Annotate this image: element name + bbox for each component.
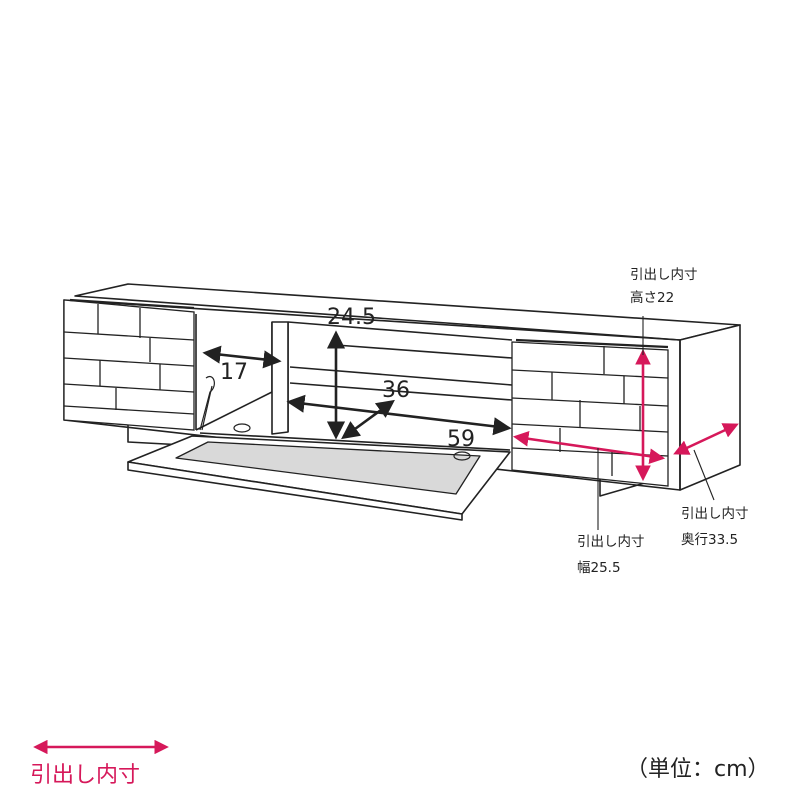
right-drawer-front (511, 338, 669, 487)
drawer-width-title: 引出し内寸 (577, 534, 645, 550)
drawer-height-value: 高さ22 (630, 289, 674, 306)
arrow-shelf-depth (341, 399, 395, 440)
legend-label: 引出し内寸 (30, 763, 140, 788)
drawer-width-value: 幅25.5 (577, 560, 621, 576)
hinge-hardware (199, 376, 471, 461)
dimension-arrows (202, 330, 512, 440)
right-side-panel (679, 324, 741, 491)
label-shelf-height: 24.5 (327, 305, 376, 330)
left-drawer-front (63, 298, 195, 431)
arrow-side-depth (202, 345, 282, 369)
drawer-arrows (512, 348, 739, 482)
drawer-depth-title: 引出し内寸 (681, 506, 749, 522)
label-shelf-width: 59 (447, 427, 475, 452)
label-side-depth: 17 (220, 360, 248, 385)
drawer-depth-value: 奥行33.5 (681, 531, 738, 548)
arrow-shelf-width (286, 394, 512, 436)
label-shelf-depth: 36 (382, 378, 410, 403)
unit-note: （単位：cm） (626, 757, 770, 782)
legend: 引出し内寸 (30, 739, 169, 788)
leader-lines (597, 316, 715, 530)
arrow-drawer-width (512, 431, 666, 464)
drawer-height-title: 引出し内寸 (630, 267, 698, 283)
flap-door (127, 435, 511, 521)
arrow-drawer-depth (673, 423, 739, 455)
